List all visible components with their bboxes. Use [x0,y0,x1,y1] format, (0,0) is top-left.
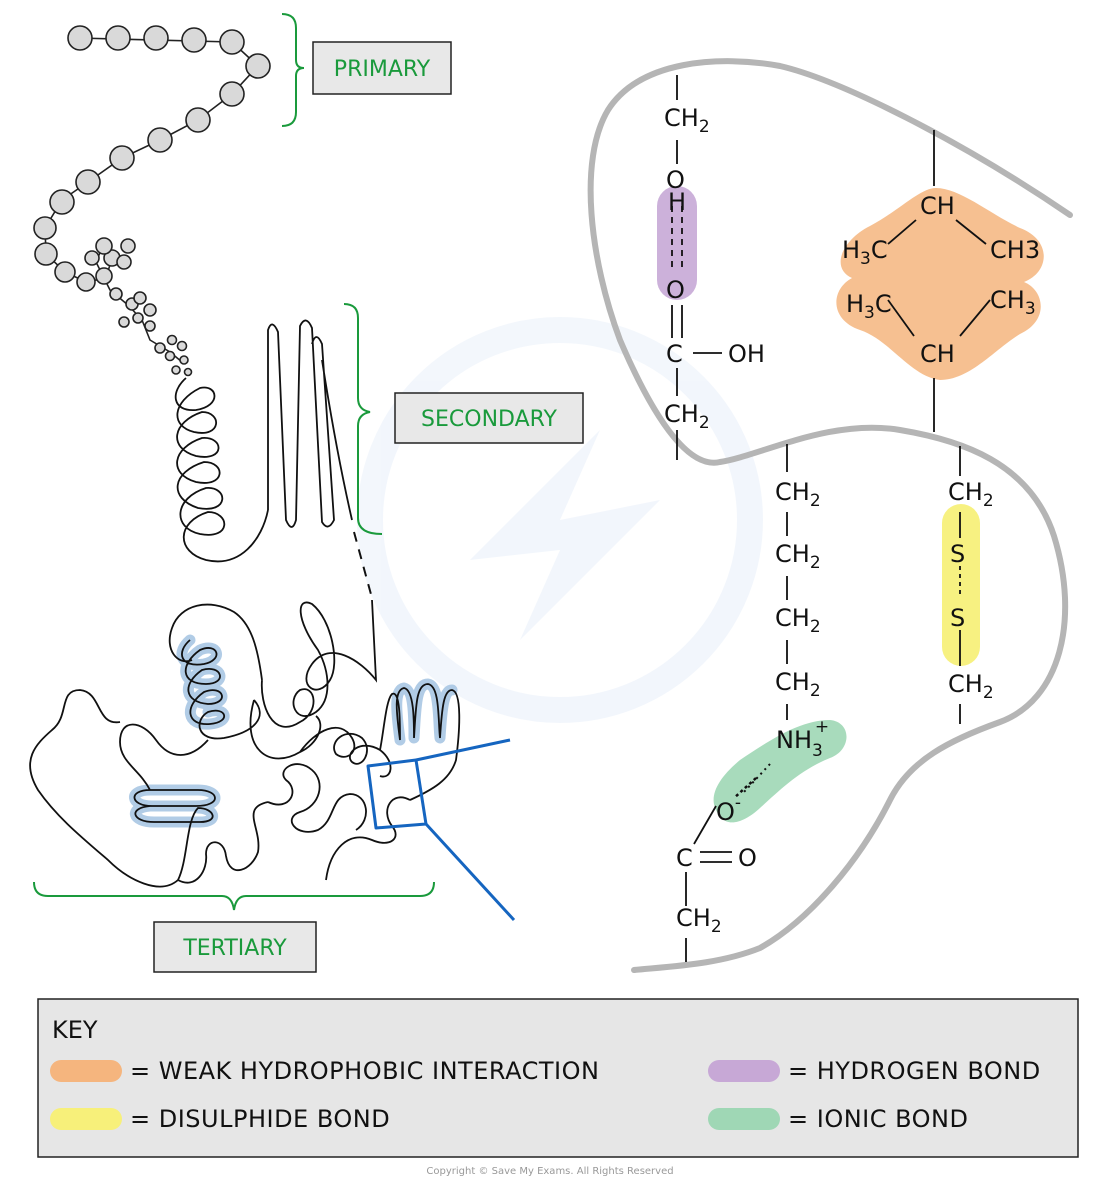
svg-text:SECONDARY: SECONDARY [421,407,557,432]
ch-lower: CH [920,340,955,368]
ch2-chain-3: CH2 [775,604,821,637]
svg-text:TERTIARY: TERTIARY [182,936,287,961]
chain-dashes [353,531,373,599]
chem-bond-lines [671,75,991,962]
ch2-carboxylate: CH2 [676,904,722,937]
key-label-hydrophobic: = WEAK HYDROPHOBIC INTERACTION [130,1057,599,1085]
secondary-label: SECONDARY [394,392,584,444]
beta-pleated-sheet [267,319,353,528]
ch2-chain-4: CH2 [775,668,821,701]
ch-upper: CH [920,192,955,220]
ionic-bond-highlight [713,720,847,823]
ammonium-group: NH3+ [776,717,829,761]
oxygen-carbonyl: O [666,276,685,304]
ch3-upper: CH3 [990,236,1040,264]
h3c-lower: H3C [846,290,892,323]
hydrophobic-interaction-highlight [836,188,1044,380]
carbon-carboxylate: C [676,844,693,872]
oxygen-hydroxyl: O [666,166,685,194]
carbon-carboxyl: C [666,340,683,368]
ch2-chain-2: CH2 [775,540,821,573]
h3c-upper: H3C [842,236,888,269]
oxygen-anion: O- [716,793,741,826]
key-label-disulphide: = DISULPHIDE BOND [130,1105,390,1133]
key-swatch-hydrogen [708,1060,780,1082]
tertiary-folded-chain [29,599,461,888]
tertiary-label: TERTIARY [153,921,317,973]
alpha-helix [174,377,269,563]
copyright-text: Copyright © Save My Exams. All Rights Re… [426,1166,673,1177]
sulfur-upper: S [950,540,965,568]
key-swatch-hydrophobic [50,1060,122,1082]
key-label-hydrogen: = HYDROGEN BOND [788,1057,1041,1085]
tertiary-helix-highlights [129,634,458,828]
ch2-cys-lower: CH2 [948,670,994,703]
key-swatch-ionic [708,1108,780,1130]
key-label-ionic: = IONIC BOND [788,1105,969,1133]
svg-text:PRIMARY: PRIMARY [334,57,431,82]
secondary-bracket [343,303,383,535]
key-panel: KEY = WEAK HYDROPHOBIC INTERACTION = HYD… [37,998,1079,1158]
watermark-logo [357,317,763,723]
disulphide-bond-highlight [942,504,980,666]
ch2-cys-upper: CH2 [948,478,994,511]
oxygen-double-bond: O [738,844,757,872]
ch2-chain-1: CH2 [775,478,821,511]
zoom-indicator [366,738,516,922]
hydroxyl-group: OH [728,340,765,368]
hydrogen-atom: H [668,188,686,216]
key-title: KEY [52,1016,98,1044]
ch2-lower-left: CH2 [664,400,710,433]
hydrogen-bond-highlight [657,186,697,300]
sulfur-lower: S [950,604,965,632]
key-swatch-disulphide [50,1108,122,1130]
ch2-upper-left: CH2 [664,104,710,137]
ch3-lower: CH3 [990,286,1036,319]
tertiary-bracket [33,881,435,911]
primary-label: PRIMARY [312,41,452,95]
primary-bracket [281,13,305,127]
folded-chain-outline [587,58,1073,973]
primary-bead-chain [33,25,271,377]
